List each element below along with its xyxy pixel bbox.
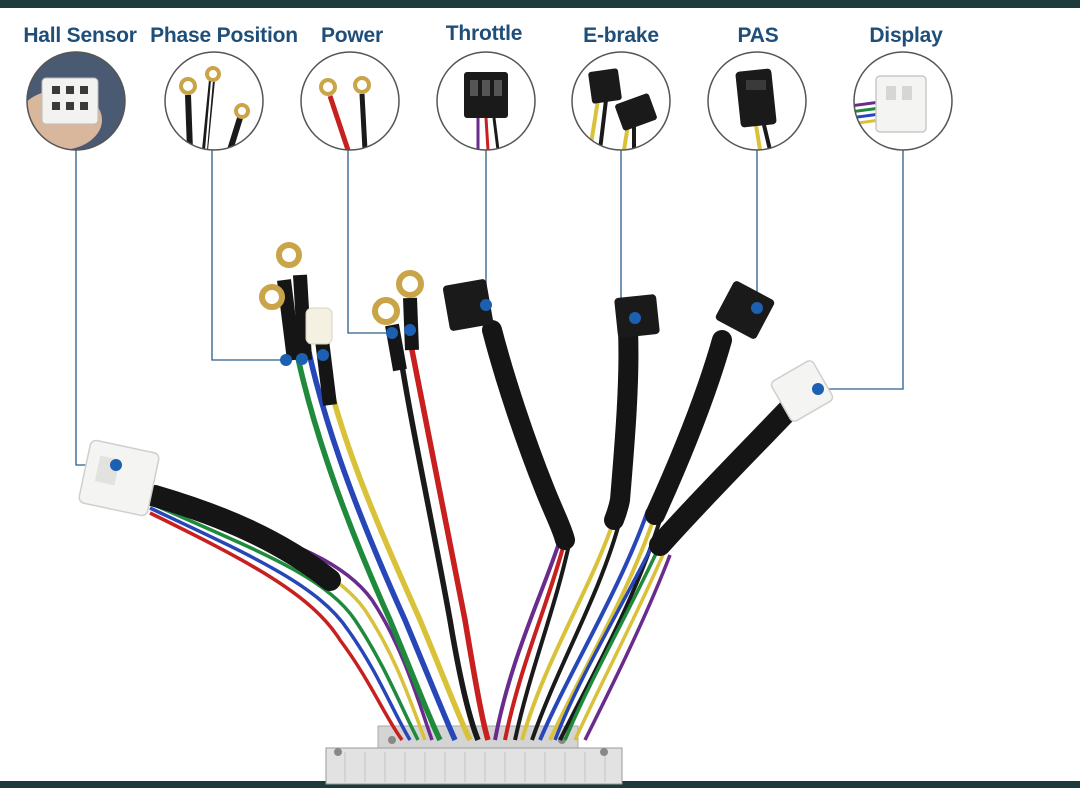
power-wires [395,339,491,742]
label-pas: PAS [737,24,779,47]
marker-power-2 [404,324,416,336]
hall-sensor-circle [26,51,126,151]
pas-icon [708,52,806,150]
leader-phase-position [211,150,286,361]
e-brake-icon [572,52,670,150]
power-icon [301,52,399,150]
pas-sleeve [645,330,732,525]
marker-power-1 [386,327,398,339]
display-icon [854,52,952,150]
label-display: Display [869,24,943,47]
marker-e-brake [629,312,641,324]
phase-terminals [259,242,337,406]
e-brake-wires [520,519,622,741]
display-connector [770,360,834,422]
leader-display [818,150,904,390]
label-power: Power [320,24,384,47]
display-sleeve [649,397,801,556]
throttle-icon [437,52,535,150]
throttle-wires [493,539,572,741]
throttle-circle [436,51,536,151]
throttle-sleeve [482,320,575,550]
phase-position-icon [165,52,263,150]
display-wires [553,539,672,741]
display-circle [853,51,953,151]
e-brake-sleeve [604,320,639,530]
phase-position-circle [164,51,264,151]
pas-circle [707,51,807,151]
leader-hall-sensor [75,150,116,466]
marker-throttle [480,299,492,311]
power-circle [300,51,400,151]
label-hall-sensor: Hall Sensor [23,24,137,47]
label-e-brake: E-brake [583,24,659,47]
label-throttle: Throttle [445,22,523,45]
marker-pas [751,302,763,314]
hall-sensor-connector [78,439,160,517]
hall-sensor-sleeve [144,485,341,591]
marker-phase-2 [296,353,308,365]
marker-hall-sensor [110,459,122,471]
marker-phase-3 [317,349,329,361]
marker-display [812,383,824,395]
pas-connector [715,281,775,339]
hall-sensor-icon [27,52,125,150]
marker-phase-1 [280,354,292,366]
leader-power [347,150,392,334]
label-phase-position: Phase Position [150,24,298,47]
markers [110,299,824,471]
throttle-connector [442,279,494,331]
phase-wires [285,299,473,742]
e-brake-circle [571,51,671,151]
top-frame-bar [0,0,1080,8]
